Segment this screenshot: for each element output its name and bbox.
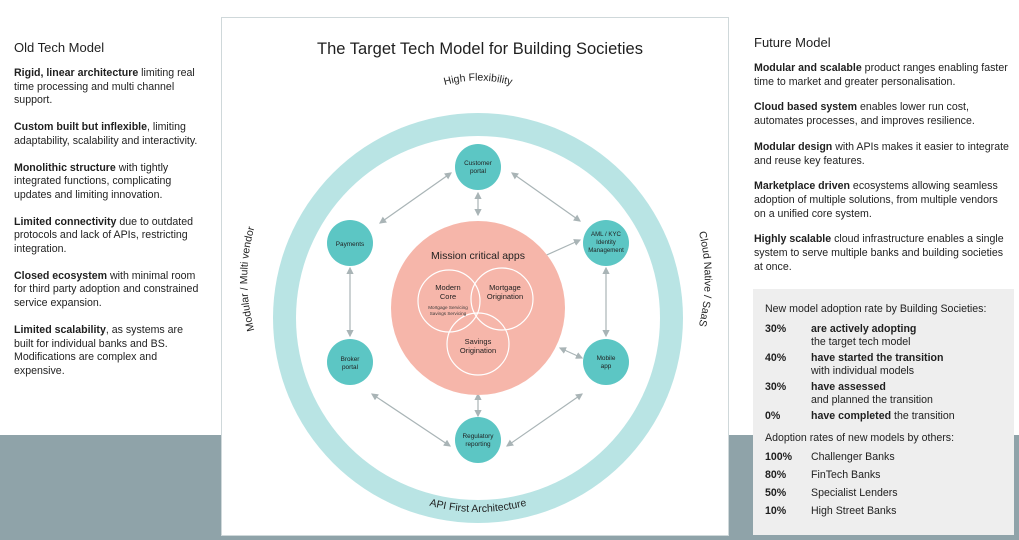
savings-origination-label-2: Origination [460,346,496,355]
svg-text:AML / KYC: AML / KYC [591,231,622,238]
stat-percent: 30% [765,323,787,335]
old-model-item: Rigid, linear architecture limiting real… [14,67,195,107]
stat-percent: 30% [765,381,787,393]
future-model-item: Cloud based system enables lower run cos… [754,101,975,128]
svg-text:Management: Management [588,247,624,254]
node-mobile-app: Mobile app [583,339,629,385]
ring-label-left: Modular / Multi vendor [238,225,257,333]
others-adoption-row: 100% Challenger Banks [765,451,895,463]
adoption-stats-box: New model adoption rate by Building Soci… [753,289,1014,535]
modern-core-label-2: Core [440,292,456,301]
savings-origination-circle [446,312,510,376]
svg-text:app: app [601,363,612,370]
connector [511,172,581,222]
modern-core-sub-1: Mortgage Servicing [428,305,468,310]
node-payments: Payments [327,220,373,266]
mortgage-origination-label-1: Mortgage [489,283,521,292]
svg-text:portal: portal [470,168,486,175]
old-model-item: Limited scalability, as systems are buil… [14,323,183,377]
others-adoption-row: 80% FinTech Banks [765,469,881,481]
connector [379,172,452,224]
svg-text:reporting: reporting [465,441,491,448]
old-model-item: Monolithic structure with tightly integr… [14,161,172,201]
svg-text:Payments: Payments [336,241,364,248]
connector [371,393,451,447]
future-model-item: Marketplace driven ecosystems allowing s… [754,180,998,220]
diagram-svg: The Target Tech Model for Building Socie… [238,40,714,523]
node-broker-portal: Broker portal [327,339,373,385]
old-model-item: Closed ecosystem with minimal room for t… [14,269,199,310]
target-tech-model-diagram: The Target Tech Model for Building Socie… [221,17,729,536]
adoption-stat-row: 0% have completed the transition [765,410,955,422]
ring-label-right: Cloud Native / SaaS [696,230,714,328]
svg-text:Regulatory: Regulatory [463,433,495,440]
future-model-heading: Future Model [754,35,831,50]
core-venn [417,267,534,376]
stat-percent: 40% [765,352,787,364]
old-tech-model-panel: Old Tech Model Rigid, linear architectur… [14,40,204,392]
svg-text:Broker: Broker [341,356,361,363]
others-adoption-row: 50% Specialist Lenders [765,487,898,499]
future-model-item: Modular design with APIs makes it easier… [754,140,1009,167]
mortgage-origination-label-2: Origination [487,292,523,301]
future-model-item: Modular and scalable product ranges enab… [754,62,1008,88]
mission-critical-core [391,221,565,395]
old-model-item: Limited connectivity due to outdated pro… [14,215,194,256]
others-adoption-row: 10% High Street Banks [765,505,897,517]
node-customer-portal: Customer portal [455,144,501,190]
ring-label-bottom: API First Architecture [428,497,527,515]
svg-text:Identity: Identity [596,239,617,246]
connectors [346,172,610,447]
future-model-item: Highly scalable cloud infrastructure ena… [754,233,1004,273]
mortgage-origination-circle [470,267,534,331]
modern-core-sub-2: Savings Servicing [430,311,467,316]
stat-percent: 0% [765,410,781,422]
modern-core-label-1: Modern [435,283,460,292]
future-model-panel: Future Model Modular and scalable produc… [754,35,1009,286]
ring-label-top: High Flexibility [442,71,514,88]
connector [558,347,584,359]
svg-text:portal: portal [342,364,358,371]
core-title: Mission critical apps [431,250,525,262]
svg-text:Customer: Customer [464,160,493,167]
node-regulatory-reporting: Regulatory reporting [455,417,501,463]
node-aml-kyc: AML / KYC Identity Management [583,220,629,266]
connector [506,393,583,447]
old-tech-model-heading: Old Tech Model [14,40,105,55]
adoption-stats-heading: New model adoption rate by Building Soci… [765,303,987,315]
others-adoption-heading: Adoption rates of new models by others: [765,432,955,444]
diagram-title: The Target Tech Model for Building Socie… [317,40,643,58]
old-model-item: Custom built but inflexible, limiting ad… [14,121,198,147]
svg-text:Mobile: Mobile [597,355,616,362]
savings-origination-label-1: Savings [465,337,492,346]
